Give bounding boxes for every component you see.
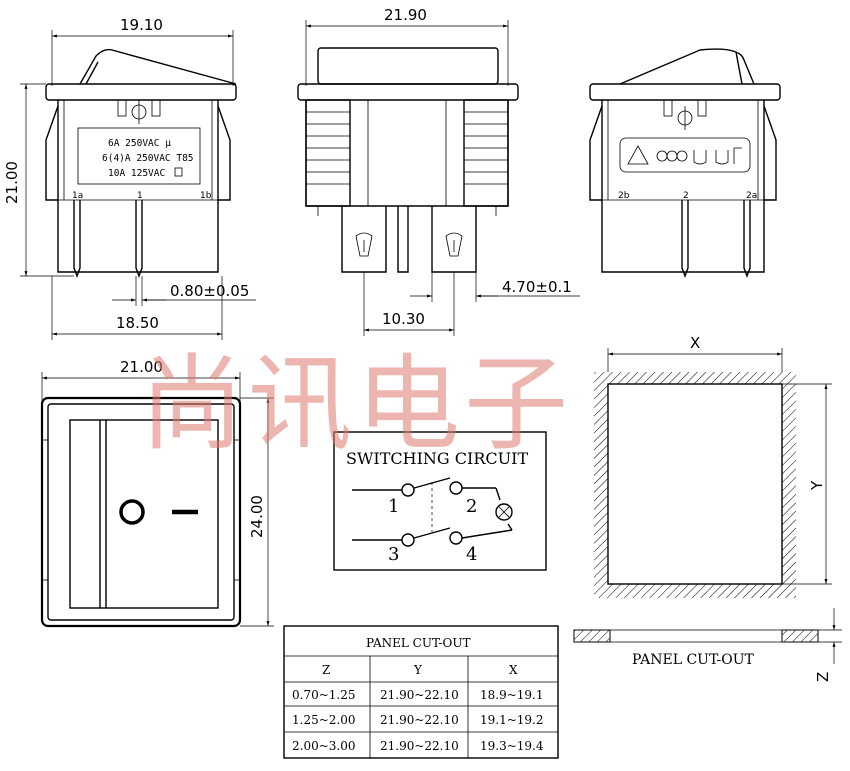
label-line-3: 10A 125VAC [108,168,165,179]
side-view-right: 2b 2 2a [589,48,781,278]
table-cell: 21.90~22.10 [380,739,459,753]
dim-front-width: 21.00 [120,358,163,376]
dim-pin-span-left: 18.50 [116,314,159,332]
dim-pin-thickness: 0.80±0.05 [170,282,249,300]
terminal-2: 2 [466,496,477,517]
lamp-icon [495,503,513,521]
label-line-1: 6A 250VAC μ [108,138,171,149]
pin-label-1a: 1a [72,191,83,201]
table-cell: 19.3~19.4 [480,739,544,753]
dim-height: 21.00 [3,161,21,204]
table-cell: 2.00~3.00 [292,739,356,753]
circuit-title: SWITCHING CIRCUIT [346,449,528,468]
front-view: 21.00 24.00 [40,358,274,628]
dim-cutout-x: X [690,334,700,352]
dim-top-middle-width: 21.90 [384,6,427,24]
table-cell: 19.1~19.2 [480,713,544,727]
table-header-x: X [509,663,518,677]
watermark: 尚讯电子 [140,343,572,465]
cutout-caption: PANEL CUT-OUT [632,652,755,668]
panel-cutout-drawing: X Y PANEL CUT-OUT Z [573,334,842,682]
table-header-z: Z [322,663,330,677]
table-cell: 18.9~19.1 [480,688,544,702]
pin-label-2a: 2a [746,191,757,201]
pin-label-2b: 2b [618,191,630,201]
dim-top-left-width: 19.10 [120,16,163,34]
switching-circuit: SWITCHING CIRCUIT 1 2 3 4 [333,431,547,571]
side-view-left: 19.10 6A 250VAC μ 6(4)A 250VAC T85 10A 1… [3,16,256,340]
dim-front-height: 24.00 [248,495,266,538]
dim-cutout-y: Y [808,480,826,491]
panel-cutout-table: PANEL CUT-OUT Z Y X 0.70~1.25 21.90~22.1… [283,625,559,759]
dim-pin-width: 4.70±0.1 [502,278,572,296]
pin-label-1: 1 [137,191,143,201]
dim-cutout-z: Z [814,672,832,682]
side-view-middle: 21.90 10.30 [297,6,580,336]
label-line-2: 6(4)A 250VAC T85 [102,153,194,164]
table-cell: 0.70~1.25 [292,688,356,702]
table-cell: 21.90~22.10 [380,688,459,702]
dim-pin-span-middle: 10.30 [382,310,425,328]
terminal-4: 4 [466,544,477,565]
off-symbol-icon [119,499,145,525]
pin-label-1b: 1b [200,191,212,201]
terminal-1: 1 [388,496,399,517]
terminal-3: 3 [388,544,399,565]
table-cell: 1.25~2.00 [292,713,356,727]
table-title: PANEL CUT-OUT [366,636,470,650]
table-header-y: Y [413,663,423,677]
pin-label-2: 2 [683,191,689,201]
table-cell: 21.90~22.10 [380,713,459,727]
